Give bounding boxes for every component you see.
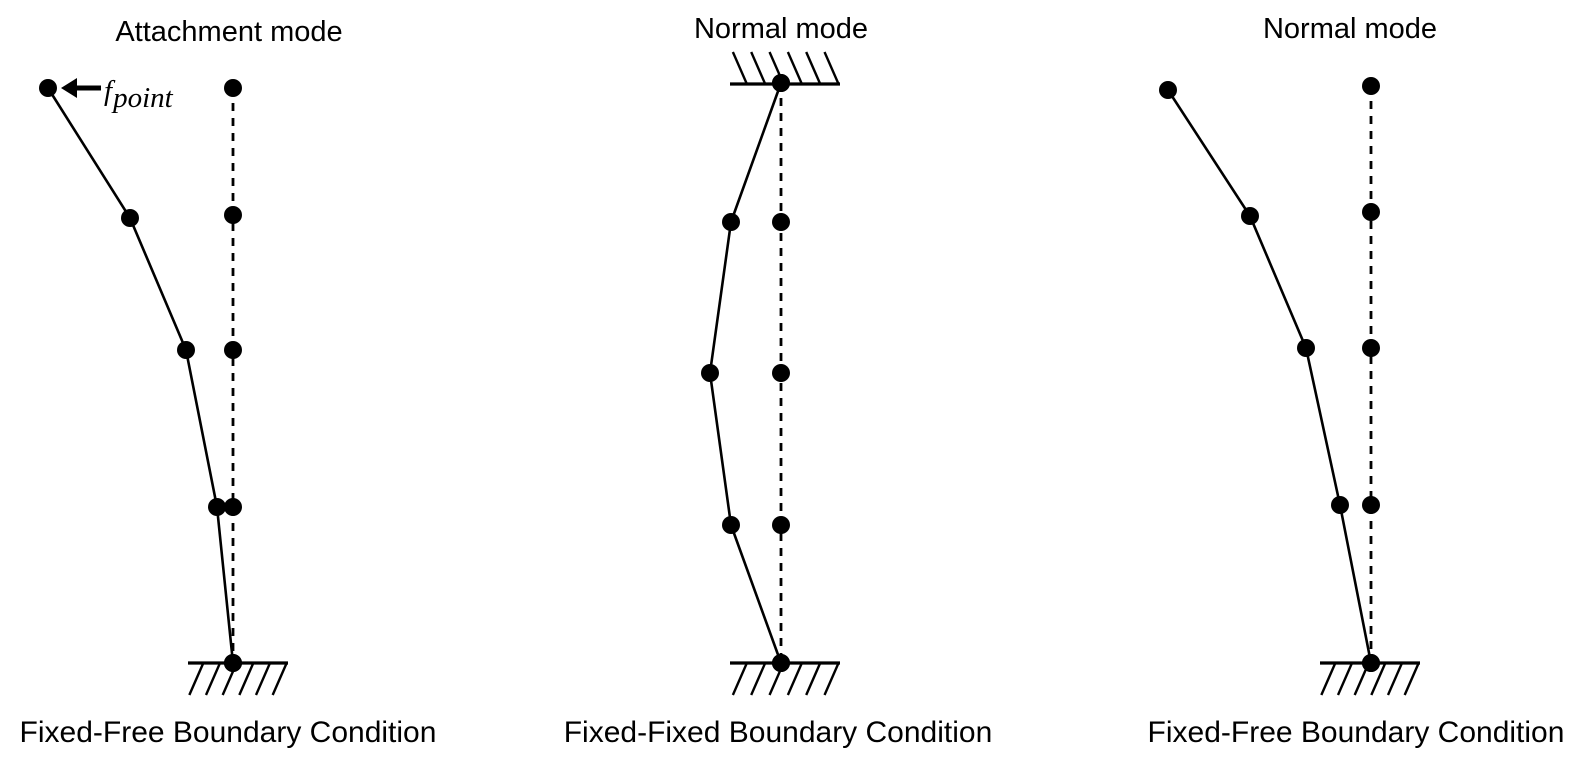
reference-node-2-3	[1362, 496, 1380, 514]
deformed-node-2-2	[1297, 339, 1315, 357]
ground-hatch-line	[750, 662, 767, 696]
deformed-node-2-0	[1159, 81, 1177, 99]
reference-node-2-1	[1362, 203, 1380, 221]
ground-hatch-line	[786, 662, 803, 696]
panel-title-2: Normal mode	[1263, 13, 1437, 45]
ground-support-bottom-2	[1320, 661, 1420, 696]
force-annotation-0: fpoint	[61, 75, 174, 114]
deformed-node-0-2	[177, 341, 195, 359]
reference-node-0-0	[224, 79, 242, 97]
ground-hatch-line	[823, 662, 840, 696]
ground-hatch-line	[823, 51, 840, 85]
force-arrow-head	[61, 78, 77, 98]
deformed-shape-line-0	[46, 87, 235, 664]
deformed-node-1-2	[701, 364, 719, 382]
reference-node-0-1	[224, 206, 242, 224]
ground-hatch-line	[204, 662, 222, 696]
panel-caption-1: Fixed-Fixed Boundary Condition	[564, 716, 993, 749]
deformed-node-2-4	[1362, 654, 1380, 672]
ground-hatch-line	[271, 662, 288, 696]
ground-hatch-line	[238, 662, 255, 696]
ground-hatch-line	[254, 662, 272, 696]
reference-node-1-1	[772, 213, 790, 231]
reference-node-1-2	[772, 364, 790, 382]
ground-hatch-line	[1370, 662, 1387, 696]
ground-hatch-line	[750, 51, 767, 85]
ground-hatch-line	[805, 51, 822, 85]
deformed-node-0-0	[39, 79, 57, 97]
deformed-node-1-1	[722, 213, 740, 231]
panel-title-1: Normal mode	[694, 13, 868, 45]
force-label-subscript: point	[111, 82, 174, 114]
deformed-node-0-1	[121, 209, 139, 227]
deformed-node-1-3	[722, 516, 740, 534]
reference-node-0-2	[224, 341, 242, 359]
force-label: fpoint	[104, 75, 174, 114]
deformed-node-1-4	[772, 654, 790, 672]
deformed-node-2-3	[1331, 496, 1349, 514]
panel-title-0: Attachment mode	[115, 16, 342, 48]
ground-hatch-line	[1320, 662, 1337, 696]
ground-hatch-line	[805, 662, 822, 696]
deformed-node-0-3	[208, 498, 226, 516]
deformed-shape-line-1	[708, 82, 783, 664]
deformed-node-1-0	[772, 74, 790, 92]
deformed-node-2-1	[1241, 207, 1259, 225]
deformed-shape-line-2	[1166, 89, 1373, 664]
ground-hatch-line	[731, 51, 748, 85]
panel-caption-2: Fixed-Free Boundary Condition	[1148, 716, 1565, 749]
reference-node-2-0	[1362, 77, 1380, 95]
ground-hatch-line	[1386, 662, 1404, 696]
ground-hatch-line	[786, 51, 803, 85]
reference-node-1-3	[772, 516, 790, 534]
panel-caption-0: Fixed-Free Boundary Condition	[20, 716, 437, 749]
reference-node-2-2	[1362, 339, 1380, 357]
ground-hatch-line	[1403, 662, 1420, 696]
deformed-node-0-4	[224, 654, 242, 672]
ground-hatch-line	[188, 662, 205, 696]
reference-node-0-3	[224, 498, 242, 516]
ground-hatch-line	[731, 662, 748, 696]
ground-hatch-line	[1336, 662, 1354, 696]
